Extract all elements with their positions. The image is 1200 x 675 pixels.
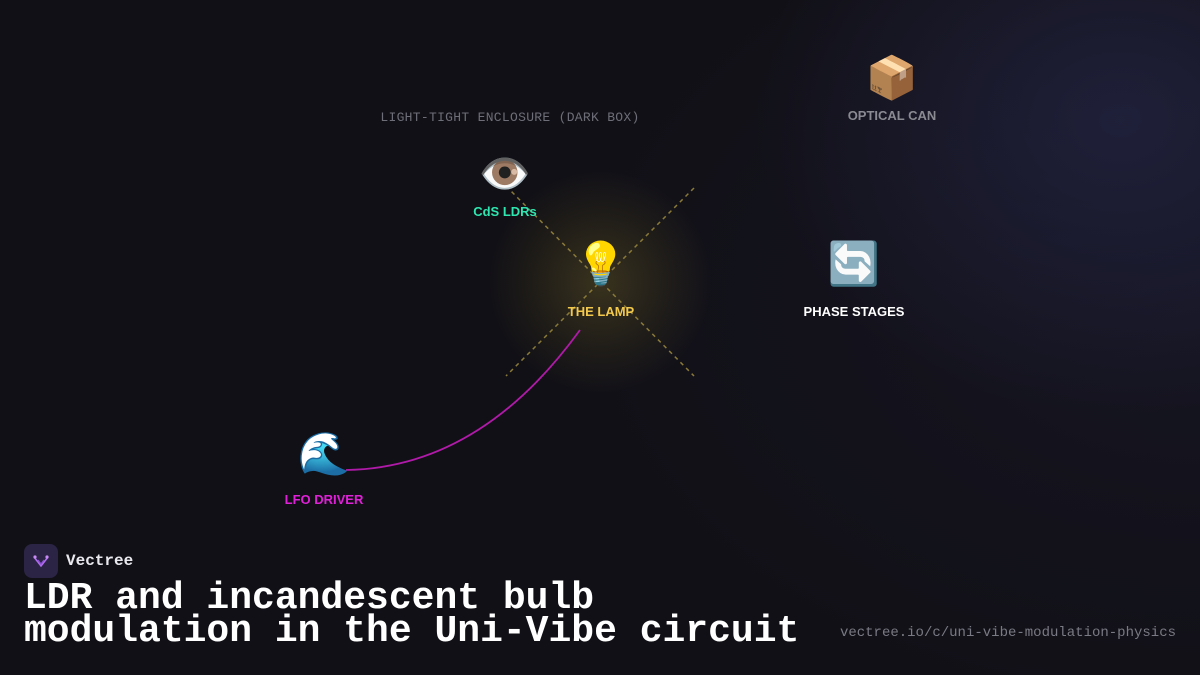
brand[interactable]: Vectree — [24, 544, 133, 578]
node-lfo-driver: 🌊 LFO DRIVER — [284, 429, 364, 508]
node-label: OPTICAL CAN — [847, 108, 937, 123]
node-optical-can: 📦 OPTICAL CAN — [847, 53, 937, 124]
light-bulb-icon: 💡 — [574, 239, 628, 288]
page-title: LDR and incandescent bulb modulation in … — [24, 577, 800, 653]
node-label: PHASE STAGES — [803, 304, 905, 319]
node-the-lamp: 💡 THE LAMP — [567, 239, 635, 320]
lamp-glow — [490, 172, 710, 392]
node-label: THE LAMP — [567, 304, 635, 319]
brand-name: Vectree — [66, 552, 134, 570]
wave-icon: 🌊 — [297, 429, 351, 478]
node-label: LFO DRIVER — [284, 492, 364, 507]
eye-icon: 👁️ — [478, 149, 532, 198]
node-cds-ldrs: 👁️ CdS LDRs — [473, 149, 537, 220]
cycle-arrows-icon: 🔄 — [827, 239, 881, 288]
package-icon: 📦 — [865, 53, 919, 102]
node-label: CdS LDRs — [473, 204, 537, 219]
lfo-drive-wire — [345, 329, 581, 471]
vectree-logo-icon — [24, 544, 58, 578]
source-url[interactable]: vectree.io/c/uni-vibe-modulation-physics — [839, 625, 1176, 641]
node-phase-stages: 🔄 PHASE STAGES — [803, 239, 905, 320]
enclosure-label: LIGHT-TIGHT ENCLOSURE (DARK BOX) — [380, 110, 640, 125]
